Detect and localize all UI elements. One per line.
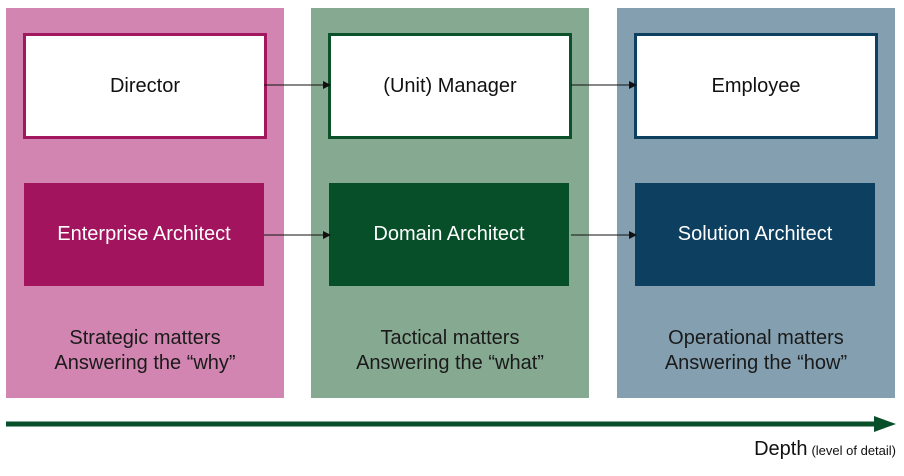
matters-text-tactical: Tactical matters Answering the “what” bbox=[311, 326, 589, 376]
matters-question: Answering the “why” bbox=[54, 352, 236, 374]
role-box-manager: (Unit) Manager bbox=[328, 33, 572, 139]
architect-box-enterprise: Enterprise Architect bbox=[24, 183, 264, 286]
depth-label-sub: (level of detail) bbox=[811, 443, 896, 458]
architect-label: Domain Architect bbox=[373, 223, 525, 245]
matters-line: Tactical matters bbox=[380, 327, 520, 349]
architect-box-solution: Solution Architect bbox=[635, 183, 875, 286]
role-box-director: Director bbox=[23, 33, 267, 139]
matters-text-strategic: Strategic matters Answering the “why” bbox=[6, 326, 284, 376]
depth-axis-arrowhead bbox=[874, 416, 896, 432]
depth-axis-label: Depth(level of detail) bbox=[754, 438, 896, 461]
depth-label-main: Depth bbox=[754, 438, 808, 460]
column-operational: Employee Solution Architect Operational … bbox=[617, 8, 895, 398]
role-label: (Unit) Manager bbox=[383, 74, 517, 97]
architect-label: Enterprise Architect bbox=[57, 223, 231, 245]
matters-question: Answering the “what” bbox=[356, 352, 544, 374]
matters-line: Operational matters bbox=[668, 327, 844, 349]
role-label: Employee bbox=[711, 74, 801, 97]
column-strategic: Director Enterprise Architect Strategic … bbox=[6, 8, 284, 398]
architect-label: Solution Architect bbox=[677, 223, 833, 245]
matters-question: Answering the “how” bbox=[664, 352, 848, 374]
role-label: Director bbox=[109, 74, 180, 97]
matters-text-operational: Operational matters Answering the “how” bbox=[617, 326, 895, 376]
role-box-employee: Employee bbox=[634, 33, 878, 139]
matters-line: Strategic matters bbox=[69, 327, 221, 349]
architect-box-domain: Domain Architect bbox=[329, 183, 569, 286]
column-tactical: (Unit) Manager Domain Architect Tactical… bbox=[311, 8, 589, 398]
